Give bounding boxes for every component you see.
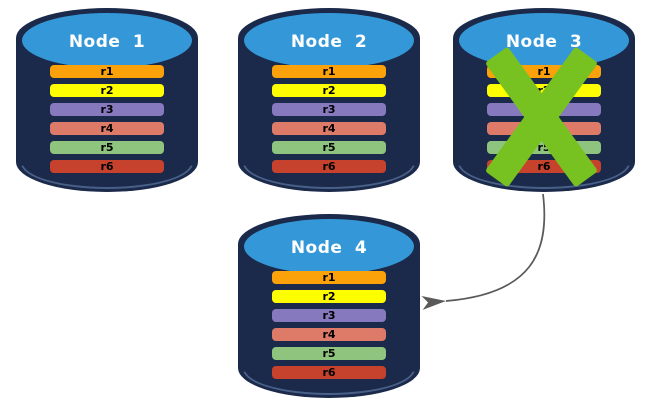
row-r6: r6 bbox=[50, 160, 164, 173]
db-node-1: Node 1 r1 r2 r3 r4 r5 r6 bbox=[16, 8, 198, 192]
row-r3: r3 bbox=[272, 309, 386, 322]
row-label: r3 bbox=[100, 103, 114, 116]
row-r4: r4 bbox=[272, 328, 386, 341]
row-label: r1 bbox=[100, 65, 114, 78]
row-label: r2 bbox=[322, 84, 336, 97]
row-r5: r5 bbox=[272, 141, 386, 154]
node-title: Node 3 bbox=[505, 31, 583, 52]
row-r6: r6 bbox=[272, 366, 386, 379]
row-label: r1 bbox=[322, 65, 336, 78]
row-label: r2 bbox=[322, 290, 336, 303]
row-r4: r4 bbox=[50, 122, 164, 135]
row-r6: r6 bbox=[272, 160, 386, 173]
row-label: r5 bbox=[100, 141, 114, 154]
node-title: Node 2 bbox=[290, 31, 368, 52]
row-label: r3 bbox=[322, 309, 336, 322]
row-r3: r3 bbox=[272, 103, 386, 116]
row-label: r4 bbox=[322, 122, 336, 135]
failure-x-icon bbox=[486, 47, 597, 187]
row-label: r2 bbox=[100, 84, 114, 97]
db-node-4: Node 4 r1 r2 r3 r4 r5 r6 bbox=[238, 214, 420, 398]
cylinder-top: Node 4 bbox=[244, 219, 414, 274]
cylinder-top: Node 3 bbox=[459, 13, 629, 68]
row-label: r3 bbox=[322, 103, 336, 116]
rows: r1 r2 r3 r4 r5 r6 bbox=[272, 271, 386, 379]
cylinder-top: Node 2 bbox=[244, 13, 414, 68]
cylinder-top: Node 1 bbox=[22, 13, 192, 68]
row-label: r1 bbox=[322, 271, 336, 284]
row-label: r4 bbox=[100, 122, 114, 135]
row-r5: r5 bbox=[272, 347, 386, 360]
node-title: Node 4 bbox=[290, 237, 368, 258]
node-title: Node 1 bbox=[68, 31, 146, 52]
row-r2: r2 bbox=[50, 84, 164, 97]
row-label: r5 bbox=[322, 141, 336, 154]
row-r2: r2 bbox=[272, 84, 386, 97]
row-label: r6 bbox=[537, 160, 551, 173]
row-label: r6 bbox=[100, 160, 114, 173]
row-r1: r1 bbox=[272, 271, 386, 284]
row-r2: r2 bbox=[272, 290, 386, 303]
row-r3: r3 bbox=[50, 103, 164, 116]
rows: r1 r2 r3 r4 r5 r6 bbox=[272, 65, 386, 173]
rows: r1 r2 r3 r4 r5 r6 bbox=[50, 65, 164, 173]
row-label: r1 bbox=[537, 65, 551, 78]
db-node-2: Node 2 r1 r2 r3 r4 r5 r6 bbox=[238, 8, 420, 192]
row-label: r5 bbox=[322, 347, 336, 360]
row-r4: r4 bbox=[272, 122, 386, 135]
row-r1: r1 bbox=[272, 65, 386, 78]
row-label: r6 bbox=[322, 160, 336, 173]
row-label: r6 bbox=[322, 366, 336, 379]
row-r5: r5 bbox=[50, 141, 164, 154]
row-label: r4 bbox=[322, 328, 336, 341]
row-r1: r1 bbox=[50, 65, 164, 78]
